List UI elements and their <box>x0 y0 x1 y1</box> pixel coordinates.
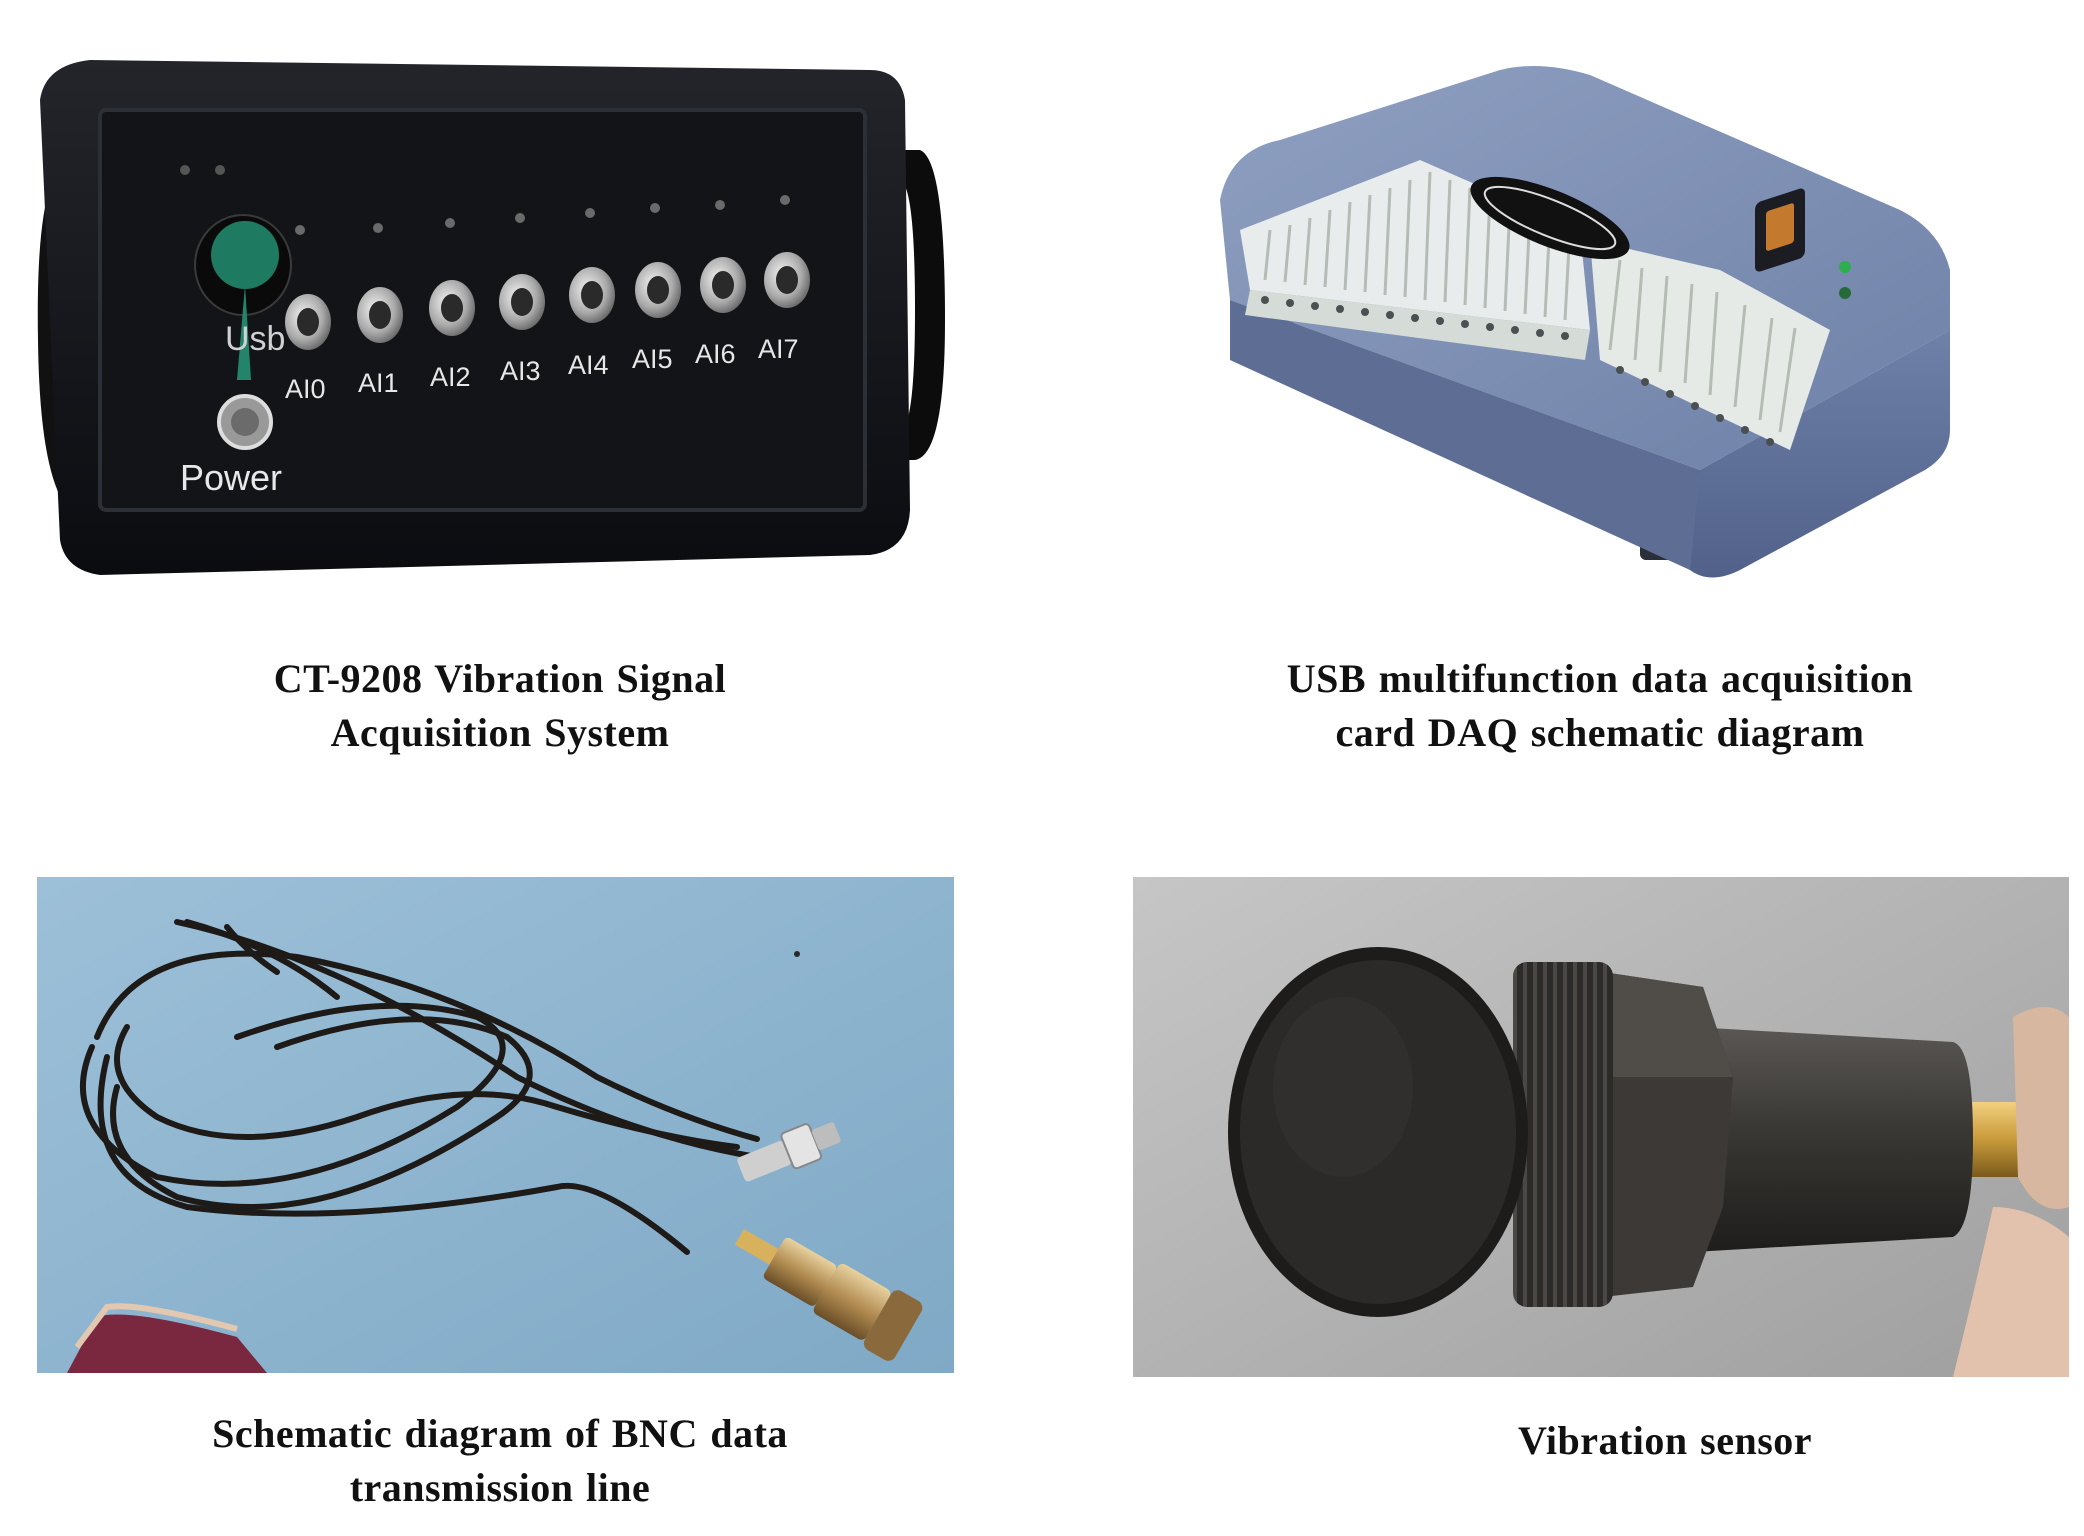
usb-label: Usb <box>225 320 285 358</box>
caption-line: USB multifunction data acquisition <box>1286 656 1914 701</box>
caption-daq: USB multifunction data acquisition card … <box>1200 652 2000 760</box>
vibration-sensor-photo <box>1133 877 2069 1377</box>
daq-front <box>1685 330 1950 578</box>
channel-leds <box>295 195 790 235</box>
caption-line: transmission line <box>349 1465 651 1510</box>
channel-label: AI0 <box>285 374 326 404</box>
usb-dust-cap <box>211 221 279 289</box>
bnc-cable-photo <box>37 877 954 1373</box>
caption-line: CT-9208 Vibration Signal <box>273 656 727 701</box>
sensor-connector <box>734 1229 923 1361</box>
bnc-connector <box>737 1122 841 1182</box>
channel-label: AI5 <box>632 344 673 374</box>
caption-bnc: Schematic diagram of BNC data transmissi… <box>170 1407 830 1515</box>
bnc-connectors <box>285 252 810 350</box>
channel-label: AI3 <box>500 356 541 386</box>
cable-coil <box>80 919 760 1255</box>
channel-label: AI6 <box>695 339 736 369</box>
knurled-ring <box>1513 962 1613 1307</box>
channel-label: AI1 <box>358 368 399 398</box>
caption-line: Vibration sensor <box>1517 1418 1813 1463</box>
power-label: Power <box>180 457 282 498</box>
caption-sensor: Vibration sensor <box>1300 1414 2030 1468</box>
caption-line: Schematic diagram of BNC data <box>212 1411 788 1456</box>
ct9208-photo: Usb Power AI0 AI1 AI2 AI3 AI4 AI5 AI6 <box>30 50 960 590</box>
caption-ct9208: CT-9208 Vibration Signal Acquisition Sys… <box>170 652 830 760</box>
brand-logo <box>1470 176 1630 260</box>
caption-line: card DAQ schematic diagram <box>1335 710 1865 755</box>
daq-card-photo <box>1180 30 1980 590</box>
channel-label: AI7 <box>758 334 799 364</box>
caption-line: Acquisition System <box>330 710 670 755</box>
terminal-block-right <box>1590 240 1830 450</box>
right-handle <box>860 150 945 460</box>
channel-label: AI2 <box>430 362 471 392</box>
channel-label: AI4 <box>568 350 609 380</box>
